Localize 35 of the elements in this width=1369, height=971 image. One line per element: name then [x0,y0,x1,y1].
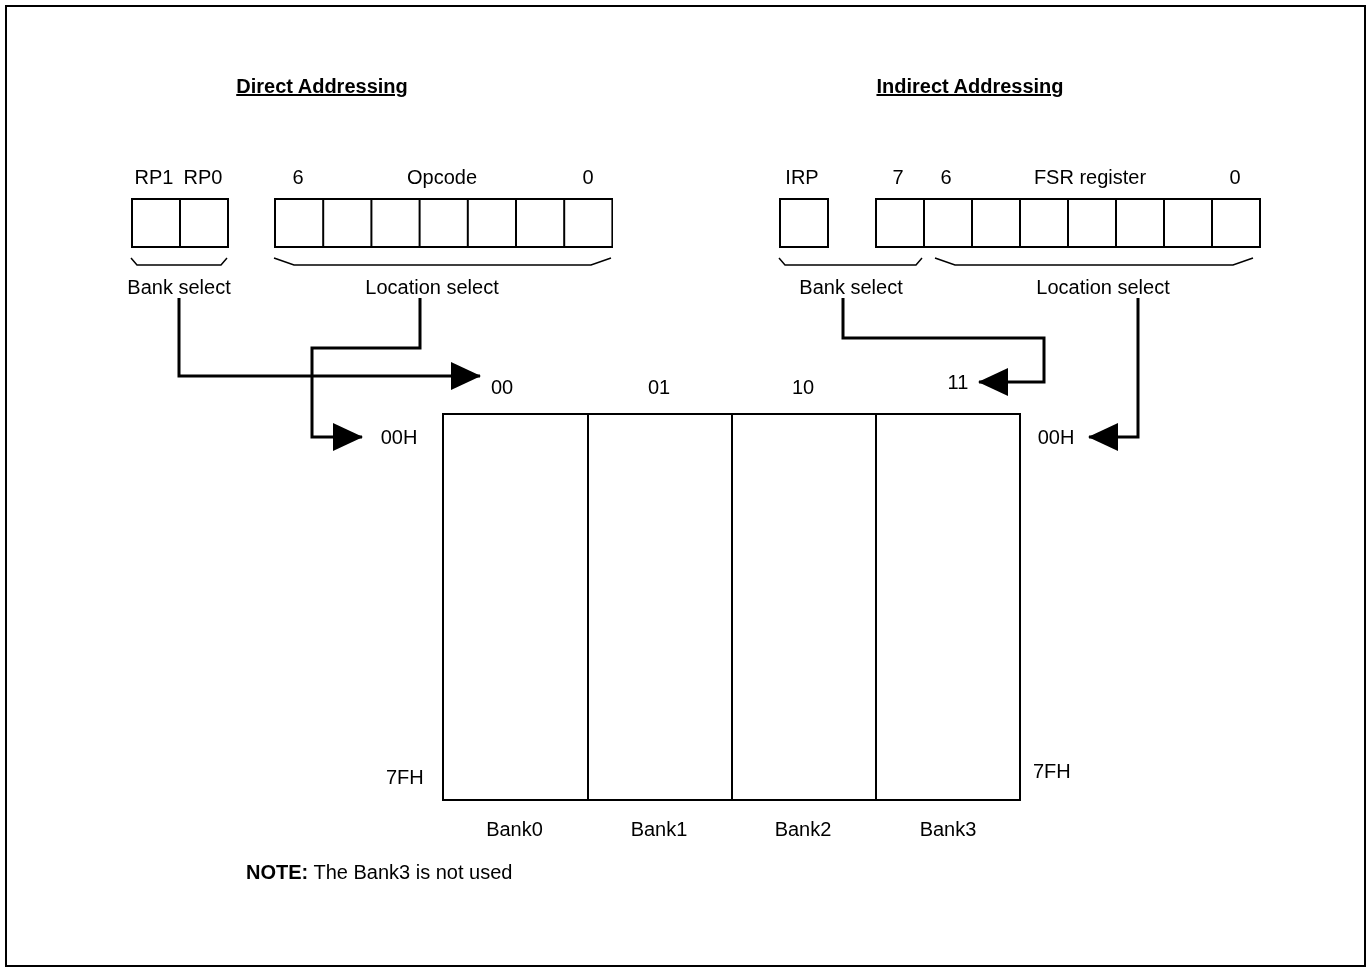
address-label: 00H [368,426,430,448]
arrow [841,298,1046,396]
bank-number: 10 [791,376,815,398]
note-text: NOTE: The Bank3 is not used [246,861,513,883]
address-label: 11 [943,371,973,393]
bank-label: Bank3 [919,818,977,840]
section-heading: Indirect Addressing [876,75,1064,97]
register-label: Opcode [406,166,478,188]
register-label: RP0 [183,166,223,188]
register-label: FSR register [1033,166,1147,188]
bit-number: 6 [292,166,304,188]
bit-number: 7 [892,166,904,188]
bank-label: Bank0 [486,818,543,840]
arrow [310,298,422,451]
address-label: 7FH [386,766,424,788]
field-label: Bank select [127,276,231,298]
bank-label: Bank1 [630,818,688,840]
register-drawing [274,166,614,248]
register-label: IRP [785,166,819,188]
bank-number: 01 [647,376,671,398]
bit-number: RP1 [134,166,174,188]
bit-number: 0 [1229,166,1241,188]
bit-number: 0 [582,166,594,188]
bit-number: 6 [940,166,952,188]
address-label: 00H [1029,426,1083,448]
bank-label: Bank2 [774,818,832,840]
field-label: Location select [1036,276,1170,298]
field-label: Location select [365,276,499,298]
arrow [1088,298,1140,451]
register-drawing [875,166,1261,248]
section-heading: Direct Addressing [236,75,408,97]
field-label: Bank select [799,276,903,298]
address-label: 00 [486,376,518,398]
arrow [177,298,481,390]
address-label: 7FH [1033,760,1071,782]
